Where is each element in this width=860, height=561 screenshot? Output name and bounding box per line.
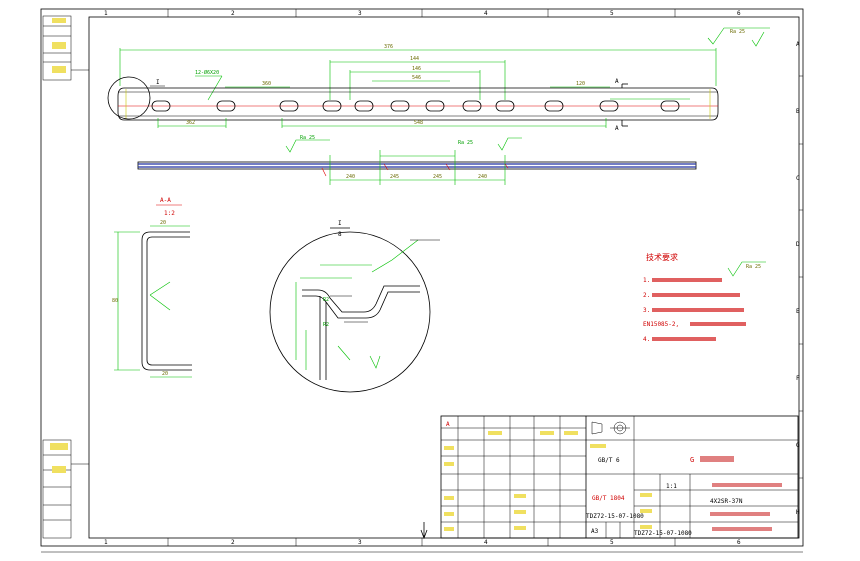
tech-roughness-label: Ra 25 bbox=[746, 264, 761, 270]
tech-notes-title: 技术要求 bbox=[646, 252, 678, 262]
dim-chain-3: 146 bbox=[412, 66, 421, 72]
title-block-sheet: A3 bbox=[591, 528, 599, 535]
channel-section-inner bbox=[146, 236, 192, 366]
title-block-code-2: GB/T 1804 bbox=[592, 495, 625, 502]
dim-bottom-2: 548 bbox=[414, 120, 423, 126]
title-block-mark-a: A bbox=[446, 421, 450, 428]
roughness-main-label: Ra 25 bbox=[730, 29, 745, 35]
detail-circle-I bbox=[107, 76, 151, 120]
technical-notes: 技术要求 Ra 25 1. 2. 3. EN15085-2, 4. bbox=[643, 252, 766, 343]
title-block-part-no: TDZ72-15-07-1080 bbox=[634, 530, 692, 537]
title-block-weight: 4X2SR-37N bbox=[710, 498, 743, 505]
dim-chain-5: 546 bbox=[412, 75, 421, 81]
flat-dim-1: 240 bbox=[346, 174, 355, 180]
stamp-1 bbox=[52, 18, 66, 23]
section-view-AA: A-A 1:2 20 80 20 bbox=[112, 197, 192, 378]
section-dim-top: 20 bbox=[160, 220, 166, 226]
detail-dim-1: R2 bbox=[323, 297, 329, 303]
col-label-1-bottom: 1 bbox=[104, 539, 108, 546]
row-label-A: A bbox=[796, 41, 800, 48]
dim-overall-label: 376 bbox=[384, 44, 393, 50]
roughness-symbol-main bbox=[707, 27, 770, 45]
tech-note-4: EN15085-2, bbox=[643, 321, 679, 328]
flat-dim-2: 245 bbox=[390, 174, 399, 180]
tech-note-1: 1. bbox=[643, 277, 650, 284]
title-block-part-no-upper: TDZ72-15-07-1080 bbox=[586, 513, 644, 520]
flat-roughness-left bbox=[285, 139, 330, 153]
col-label-2: 2 bbox=[231, 10, 235, 17]
col-label-3: 3 bbox=[358, 10, 362, 17]
col-label-6-bottom: 6 bbox=[737, 539, 741, 546]
row-label-F: F bbox=[796, 375, 800, 382]
dim-chain-1: 360 bbox=[262, 81, 271, 87]
flat-roughness-right bbox=[497, 137, 522, 151]
row-label-C: C bbox=[796, 175, 800, 182]
stamp-4 bbox=[50, 443, 68, 450]
dim-chain-4: 120 bbox=[576, 81, 585, 87]
hole-callout: 12-Ø6X20 bbox=[195, 69, 219, 76]
section-scale: 1:2 bbox=[164, 210, 175, 217]
row-zone-ticks bbox=[799, 75, 803, 479]
channel-outline bbox=[117, 87, 719, 121]
section-mark-A-bottom: A bbox=[615, 125, 619, 132]
col-label-1: 1 bbox=[104, 10, 108, 17]
col-label-5: 5 bbox=[610, 10, 614, 17]
detail-mark-I: I bbox=[156, 79, 160, 86]
section-dim-height: 80 bbox=[112, 298, 118, 304]
stamp-2 bbox=[52, 42, 66, 49]
detail-label-top: I bbox=[338, 220, 342, 227]
detail-circle bbox=[269, 231, 431, 393]
tech-note-5: 4. bbox=[643, 336, 650, 343]
dim-bottom-1: 362 bbox=[186, 120, 195, 126]
flat-strip-outline bbox=[137, 161, 697, 170]
detail-view: I 8 R2 R2 bbox=[269, 220, 440, 393]
tech-note-2: 2. bbox=[643, 292, 650, 299]
flat-view: 240 245 245 240 Ra 25 Ra 25 bbox=[137, 135, 697, 185]
stamp-5 bbox=[52, 466, 66, 473]
flat-callout-right: Ra 25 bbox=[458, 140, 473, 146]
title-block: A GB/T 6 G GB/T 1804 1:1 4X2SR-37N TDZ72… bbox=[440, 415, 799, 539]
flat-dim-3: 245 bbox=[433, 174, 442, 180]
tech-roughness-symbol bbox=[727, 261, 766, 277]
col-label-2-bottom: 2 bbox=[231, 539, 235, 546]
detail-label-bottom: 8 bbox=[338, 231, 342, 238]
section-title: A-A bbox=[160, 197, 171, 204]
title-block-scale: 1:1 bbox=[666, 483, 677, 490]
detail-dim-2: R2 bbox=[323, 322, 329, 328]
column-zone-labels: 1 2 3 4 5 6 1 2 3 4 5 6 bbox=[104, 10, 741, 546]
flat-dim-4: 240 bbox=[478, 174, 487, 180]
stamp-3 bbox=[52, 66, 66, 73]
row-label-E: E bbox=[796, 308, 800, 315]
channel-section-outer bbox=[141, 231, 192, 371]
main-view: 376 360 144 146 120 546 12-Ø6X20 bbox=[107, 27, 770, 132]
flat-callout-left: Ra 25 bbox=[300, 135, 315, 141]
col-label-3-bottom: 3 bbox=[358, 539, 362, 546]
bottom-center-arrow-icon bbox=[420, 522, 428, 540]
col-label-4: 4 bbox=[484, 10, 488, 17]
col-label-4-bottom: 4 bbox=[484, 539, 488, 546]
tech-note-3: 3. bbox=[643, 307, 650, 314]
row-label-D: D bbox=[796, 241, 800, 248]
section-mark-A-top: A bbox=[615, 78, 619, 85]
projection-symbol-icon bbox=[591, 421, 630, 435]
dim-chain-2: 144 bbox=[410, 56, 419, 62]
col-label-6: 6 bbox=[737, 10, 741, 17]
row-label-B: B bbox=[796, 108, 800, 115]
drawing-title: G bbox=[690, 456, 694, 464]
left-stamp-strip bbox=[42, 15, 89, 539]
slot-holes bbox=[151, 100, 680, 112]
col-label-5-bottom: 5 bbox=[610, 539, 614, 546]
column-zone-ticks bbox=[167, 9, 676, 546]
section-dim-bottom: 20 bbox=[162, 371, 168, 377]
title-block-code-1: GB/T 6 bbox=[598, 457, 620, 464]
